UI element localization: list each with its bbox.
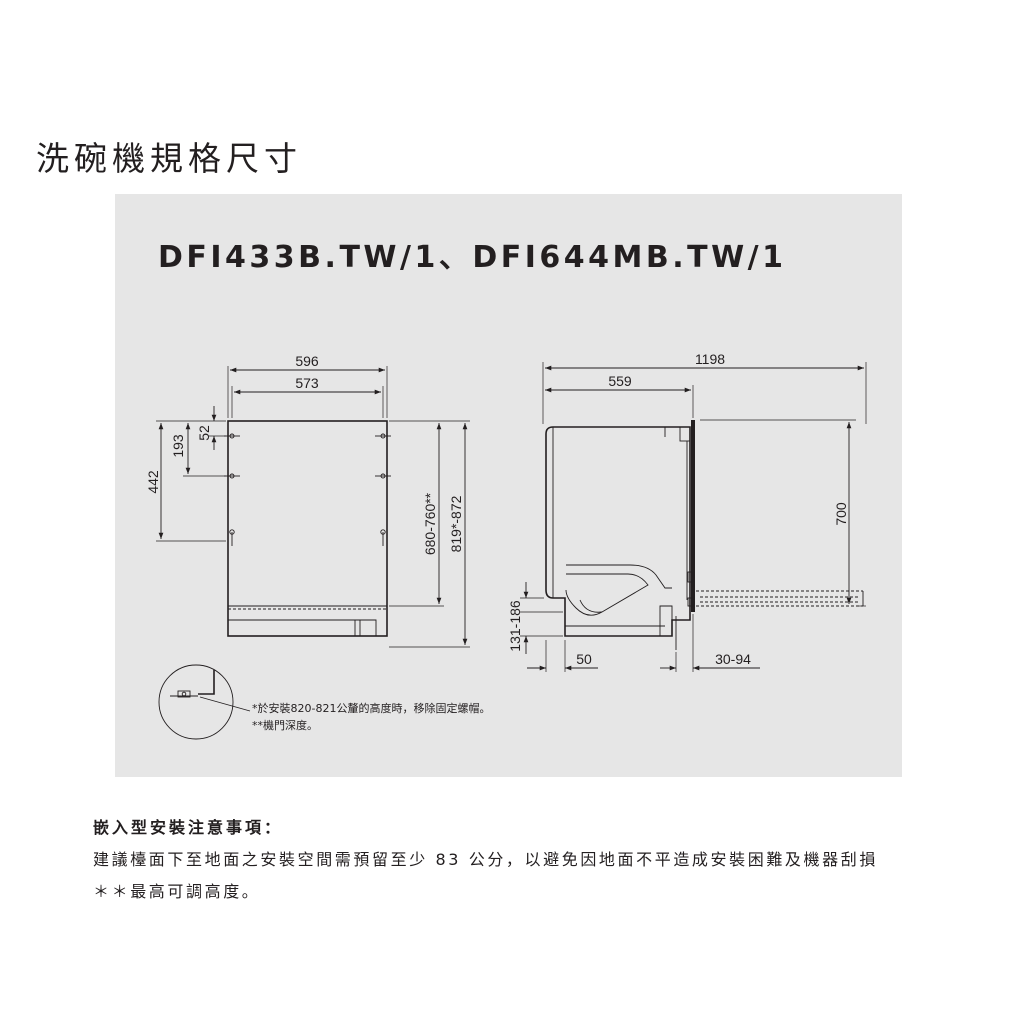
side-open-door bbox=[696, 590, 864, 607]
dim-height-52: 52 bbox=[196, 425, 212, 441]
model-title: DFI433B.TW/1、DFI644MB.TW/1 bbox=[158, 240, 787, 275]
dim-leg-range: 131-186 bbox=[507, 600, 523, 652]
detail-callout: *於安裝820-821公釐的高度時，移除固定螺帽。 **機門深度。 bbox=[158, 664, 490, 740]
spec-panel: DFI433B.TW/1、DFI644MB.TW/1 bbox=[115, 194, 902, 777]
dim-height-range: 680-760** bbox=[422, 492, 438, 555]
front-brackets bbox=[224, 433, 391, 546]
footnote-line1: *於安裝820-821公釐的高度時，移除固定螺帽。 bbox=[252, 701, 490, 715]
dim-toe-depth: 50 bbox=[576, 651, 592, 667]
side-base-curve bbox=[566, 564, 672, 589]
install-notes-line2: ＊＊最高可調高度。 bbox=[93, 882, 261, 901]
dim-width-inner: 573 bbox=[295, 375, 319, 391]
front-foot bbox=[354, 619, 377, 637]
front-base-step bbox=[228, 619, 361, 636]
dim-height-193: 193 bbox=[170, 434, 186, 458]
dim-height-total: 819*-872 bbox=[448, 495, 464, 552]
dim-height-door: 700 bbox=[833, 502, 849, 526]
install-notes-line1: 建議檯面下至地面之安裝空間需預留至少 83 公分，以避免因地面不平造成安裝困難及… bbox=[93, 850, 878, 869]
side-body-outline bbox=[545, 426, 691, 637]
dim-height-442: 442 bbox=[145, 470, 161, 494]
page-title: 洗碗機規格尺寸 bbox=[36, 139, 302, 178]
dim-depth-unit: 559 bbox=[608, 373, 632, 389]
dim-width-outer: 596 bbox=[295, 353, 319, 369]
front-body-outline bbox=[227, 420, 388, 637]
dim-door-gap: 30-94 bbox=[715, 651, 751, 667]
dim-depth-total: 1198 bbox=[695, 351, 725, 367]
footnote-line2: **機門深度。 bbox=[252, 718, 318, 732]
side-view: 1198 559 700 131-186 50 30-94 bbox=[507, 351, 867, 672]
front-view: 596 573 442 193 52 680-760** 819*-872 bbox=[145, 353, 470, 648]
install-notes-heading: 嵌入型安裝注意事項： bbox=[93, 818, 284, 837]
detail-circle bbox=[158, 664, 234, 740]
